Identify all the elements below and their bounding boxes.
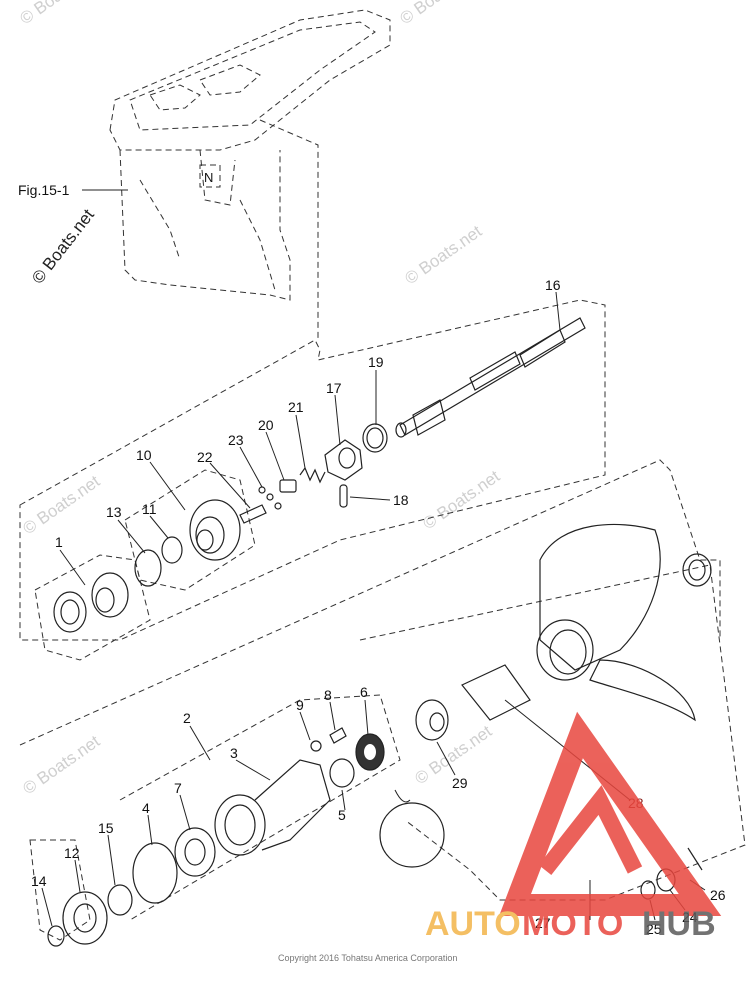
callout-15: 15 [98,820,114,836]
detail-magnifier [379,802,445,868]
callout-21: 21 [288,399,304,415]
watermarks: © Boats.net © Boats.net © Boats.net © Bo… [16,0,503,798]
watermark-housing: © Boats.net [28,205,98,287]
callout-23: 23 [228,432,244,448]
callout-16: 16 [545,277,561,293]
callout-10: 10 [136,447,152,463]
part-4-o-ring [132,842,178,904]
callout-8: 8 [324,687,332,703]
callout-29: 29 [452,775,468,791]
automotohub-logo: AUTO MOTO HUB [425,711,722,943]
callout-1: 1 [55,534,63,550]
callout-17: 17 [326,380,342,396]
logo-text-moto: MOTO [522,905,623,943]
part-propeller [536,523,696,722]
watermark-left-low: © Boats.net [19,731,103,798]
callout-18: 18 [393,492,409,508]
callout-27: 27 [535,915,551,931]
copyright-text: Copyright 2016 Tohatsu America Corporati… [278,953,457,963]
figure-reference-label: Fig.15-1 [18,182,70,198]
callout-12: 12 [64,845,80,861]
callout-20: 20 [258,417,274,433]
callout-19: 19 [368,354,384,370]
part-12-reverse-gear [62,891,108,945]
part-1-bearing [53,572,129,633]
part-15-shim [107,884,133,916]
gear-case-housing: N [109,9,391,301]
logo-triangle-icon [499,711,722,916]
callout-13: 13 [106,504,122,520]
watermark-mid-right: © Boats.net [401,221,485,288]
frame-pinion-group [29,839,91,941]
callout-22: 22 [197,449,213,465]
part-28-spacer [461,664,531,721]
callout-6: 6 [360,684,368,700]
part-5-bearing [329,758,355,788]
callout-9: 9 [296,697,304,713]
part-20-plunger [279,479,297,493]
callout-3: 3 [230,745,238,761]
part-19-ring [362,423,388,453]
part-14-washer [47,925,65,947]
callout-11: 11 [142,501,157,517]
callout-26: 26 [710,887,726,903]
frame-lower-group [19,459,721,746]
callout-4: 4 [142,800,150,816]
watermark-left-mid: © Boats.net [19,471,103,538]
logo-text-auto: AUTO [425,905,521,943]
frame-upper-gear-group [19,299,606,641]
part-8-bolt [329,727,347,744]
callout-14: 14 [31,873,47,889]
watermark-top-right: © Boats.net [396,0,480,28]
watermark-right: © Boats.net [419,466,503,533]
part-10-forward-gear [189,499,241,561]
callout-5: 5 [338,807,346,823]
callout-2: 2 [183,710,191,726]
leader-lines [41,291,706,927]
frame-part-10 [124,469,256,591]
part-13-ring [134,549,162,587]
part-16-propeller-shaft [395,317,586,438]
part-22-shift-pin [239,504,267,524]
part-17-clutch [324,439,363,481]
part-bushing-right [682,553,712,587]
part-21-spring [299,466,326,484]
callout-7: 7 [174,780,182,796]
watermark-top-left: © Boats.net [16,0,100,28]
frame-part-1 [34,554,151,661]
part-7-bearing [174,827,216,877]
part-18-pin [339,484,348,508]
part-29-thrust-washer [415,699,449,741]
part-11-bearing [161,536,183,564]
part-3-bearing-housing [214,759,331,856]
housing-logo-mark: N [204,170,213,185]
logo-text-hub: HUB [642,905,716,943]
callout-25: 25 [646,921,662,937]
part-9-washer [310,740,322,752]
part-26-cotter-pin [687,847,703,871]
